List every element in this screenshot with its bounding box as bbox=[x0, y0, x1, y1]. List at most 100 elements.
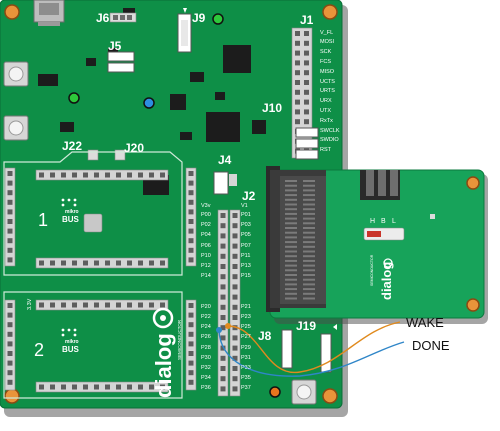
j2-left-pin-label: P20 bbox=[201, 303, 211, 310]
slot-contact bbox=[285, 222, 297, 225]
j2-pin bbox=[232, 315, 238, 320]
mikrobus-pin bbox=[94, 384, 99, 390]
mikrobus-pin bbox=[188, 180, 194, 186]
j2-left-pin-label: P24 bbox=[201, 324, 211, 331]
mikrobus-pin bbox=[105, 384, 110, 390]
slot-contact bbox=[303, 259, 315, 262]
mikrobus-pin bbox=[7, 312, 13, 318]
j1-pin-label: URX bbox=[320, 98, 332, 105]
slot-contact bbox=[285, 184, 297, 187]
j1-pin bbox=[304, 89, 309, 95]
mikrobus-pin bbox=[72, 384, 77, 390]
j2-left-pin-label: P00 bbox=[201, 212, 211, 218]
j2-pin bbox=[220, 274, 226, 280]
slot-contact bbox=[285, 241, 297, 244]
mikrobus-pin bbox=[188, 360, 194, 366]
mikrobus-pin bbox=[61, 260, 66, 266]
dialog-tagline: SEMICONDUCTOR bbox=[177, 319, 182, 360]
slot-contact bbox=[285, 208, 297, 211]
slot-contact bbox=[285, 212, 297, 215]
mikrobus-pin bbox=[116, 172, 121, 178]
mikrobus-pin bbox=[116, 260, 121, 266]
header-label-j22: J22 bbox=[62, 139, 83, 153]
j2-pin bbox=[220, 223, 226, 229]
j2-pin bbox=[232, 376, 238, 382]
mikrobus-pin bbox=[105, 172, 110, 178]
mikrobus-pin bbox=[116, 302, 121, 308]
switch-position-label: L bbox=[392, 218, 396, 225]
j1-pin bbox=[304, 31, 309, 36]
j1-pin-label: URTS bbox=[320, 88, 335, 95]
mikrobus-slot-2-brand: mikro bbox=[65, 339, 79, 345]
slot-contact bbox=[303, 283, 315, 286]
mikrobus-pin bbox=[7, 303, 13, 308]
j2-pin bbox=[232, 355, 238, 361]
j2-pin bbox=[220, 264, 226, 269]
mikrobus-slot-2-number: 2 bbox=[34, 340, 45, 360]
mikrobus-pin bbox=[7, 360, 13, 366]
mikrobus-pin bbox=[160, 302, 165, 308]
j2-pin bbox=[232, 366, 238, 371]
mikrobus-slot-2-bus: BUS bbox=[62, 345, 79, 354]
slot-contact bbox=[303, 245, 315, 248]
slot-contact bbox=[285, 269, 297, 272]
j2-pin bbox=[232, 264, 238, 269]
mikrobus-pin bbox=[61, 172, 66, 178]
wake-annotation: WAKE bbox=[406, 315, 444, 330]
j2-right-pin-label: P25 bbox=[241, 324, 251, 331]
j2-pin bbox=[220, 213, 226, 218]
mikrobus-pin bbox=[149, 172, 154, 178]
header-label-j6: J6 bbox=[96, 11, 110, 25]
mikrobus-pin bbox=[188, 322, 194, 328]
slot-contact bbox=[303, 297, 315, 300]
j2-pin bbox=[220, 366, 226, 371]
mikrobus-pin bbox=[160, 384, 165, 390]
slot-contact bbox=[303, 217, 315, 220]
slot-contact bbox=[285, 255, 297, 258]
slot-contact bbox=[303, 231, 315, 234]
j2-right-top-label: V1 bbox=[241, 203, 248, 209]
j2-pin bbox=[220, 284, 226, 290]
j2-left-pin-label: P28 bbox=[201, 344, 211, 351]
slot-contact bbox=[303, 203, 315, 206]
j2-right-pin-label: P29 bbox=[241, 344, 251, 351]
slot-contact bbox=[303, 194, 315, 197]
mikrobus-pin bbox=[7, 209, 13, 215]
mikrobus-pin bbox=[188, 228, 194, 234]
j2-left-pin-label: P02 bbox=[201, 222, 211, 229]
j2-pin bbox=[220, 253, 226, 259]
mikrobus-pin bbox=[7, 238, 13, 244]
mikrobus-pin bbox=[188, 303, 194, 308]
j2-pin bbox=[232, 243, 238, 249]
mikrobus-pin bbox=[188, 257, 194, 263]
daughter-dialog-tagline: SEMICONDUCTOR bbox=[370, 254, 374, 286]
j1-pin-label: FCS bbox=[320, 58, 331, 65]
mikrobus-pin bbox=[39, 384, 44, 390]
slot-contact bbox=[303, 250, 315, 253]
mikrobus-pin bbox=[72, 172, 77, 178]
mikrobus-pin bbox=[39, 302, 44, 308]
j2-left-pin-label: P36 bbox=[201, 385, 211, 392]
j1-pin bbox=[304, 60, 309, 66]
mikrobus-pin bbox=[50, 260, 55, 266]
j2-pin bbox=[232, 274, 238, 280]
j1-pin bbox=[295, 89, 300, 95]
slot-contact bbox=[303, 227, 315, 229]
j1-pin-label: MOSI bbox=[320, 39, 335, 46]
mikrobus-pin bbox=[50, 172, 55, 178]
slot-contact bbox=[303, 208, 315, 211]
j2-pin bbox=[232, 253, 238, 259]
header-label-j10: J10 bbox=[262, 101, 283, 115]
j1-pin bbox=[304, 80, 309, 85]
slot-contact bbox=[285, 227, 297, 229]
j2-right-pin-label: P23 bbox=[241, 314, 251, 320]
mikrobus-pin bbox=[7, 228, 13, 234]
header-label-j8: J8 bbox=[258, 329, 272, 343]
mikrobus-pin bbox=[149, 302, 154, 308]
mikrobus-pin bbox=[72, 260, 77, 266]
mikrobus-slot-1-brand: mikro bbox=[65, 209, 79, 215]
j2-right-pin-label: P01 bbox=[241, 212, 251, 218]
j2-pin bbox=[220, 355, 226, 361]
chip-icon bbox=[38, 8, 266, 195]
